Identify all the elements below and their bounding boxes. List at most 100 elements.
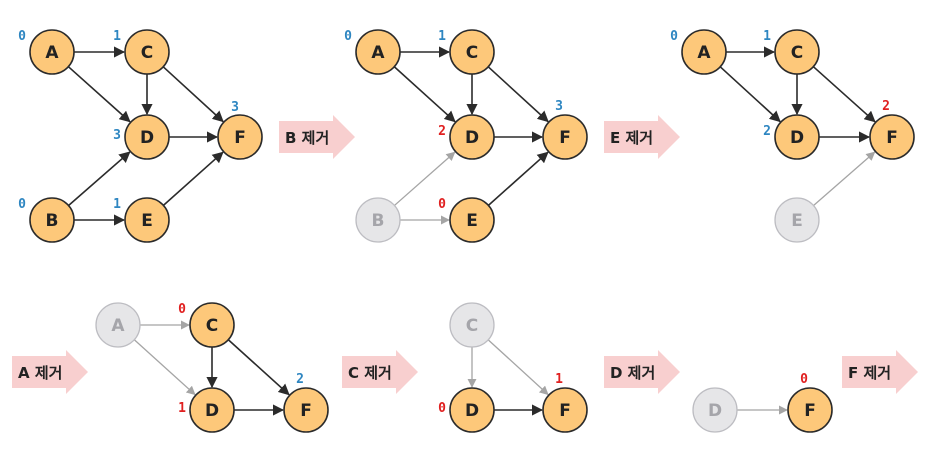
node-label: C	[206, 316, 218, 336]
step-arrow: E 제거	[604, 115, 680, 159]
indegree-badge: 1	[113, 197, 121, 212]
edge-a-to-d	[719, 66, 781, 123]
indegree-badge: 1	[438, 29, 446, 44]
node-circle	[787, 387, 833, 433]
node-circle	[189, 387, 235, 433]
node-a: A0	[670, 29, 727, 75]
step-arrow: C 제거	[342, 350, 418, 394]
indegree-badge: 0	[800, 372, 808, 387]
node-f: F3	[217, 100, 263, 160]
edge-c-to-f	[487, 66, 549, 123]
step-arrow: F 제거	[842, 350, 918, 394]
node-label: C	[791, 43, 803, 63]
node-a: A0	[18, 29, 75, 75]
node-label: C	[141, 43, 153, 63]
node-c: C0	[178, 302, 235, 348]
node-c: C1	[438, 29, 495, 75]
node-circle	[869, 114, 915, 160]
node-e: E1	[113, 197, 170, 243]
edge-a-to-d	[67, 66, 131, 123]
step-arrow-shape	[842, 350, 918, 394]
indegree-badge: 0	[670, 29, 678, 44]
node-label: F	[234, 128, 246, 148]
indegree-badge: 2	[438, 124, 446, 139]
node-circle	[124, 114, 170, 160]
node-circle	[449, 197, 495, 243]
indegree-badge: 2	[763, 124, 771, 139]
step-arrow-shape	[604, 115, 680, 159]
edge-a-to-d	[393, 66, 456, 123]
edge-e-to-f	[162, 151, 224, 206]
indegree-badge: 1	[113, 29, 121, 44]
node-f: F2	[283, 372, 329, 433]
node-circle	[217, 114, 263, 160]
node-label: D	[708, 401, 722, 421]
node-circle	[449, 29, 495, 75]
edge-a-to-d	[133, 339, 196, 396]
node-c: C1	[113, 29, 170, 75]
node-circle	[681, 29, 727, 75]
node-label: D	[790, 128, 804, 148]
node-circle	[774, 114, 820, 160]
step-arrow-shape	[12, 350, 88, 394]
indegree-badge: 0	[438, 197, 446, 212]
node-label: C	[466, 43, 478, 63]
edge-e-to-f	[487, 151, 549, 206]
step-arrow-shape	[342, 350, 418, 394]
step-arrow: A 제거	[12, 350, 88, 394]
node-circle	[774, 29, 820, 75]
indegree-badge: 3	[113, 128, 121, 143]
node-circle	[189, 302, 235, 348]
indegree-badge: 3	[231, 100, 239, 115]
indegree-badge: 3	[555, 99, 563, 114]
node-circle	[449, 387, 495, 433]
node-label: A	[371, 43, 385, 63]
node-d: D	[692, 387, 738, 433]
node-f: F2	[869, 99, 915, 160]
step-arrow-label: E 제거	[610, 129, 653, 147]
indegree-badge: 1	[178, 401, 186, 416]
node-circle	[449, 302, 495, 348]
indegree-badge: 2	[882, 99, 890, 114]
node-label: F	[559, 128, 571, 148]
step-arrow-shape	[604, 350, 680, 394]
step-arrow-label: D 제거	[610, 364, 655, 382]
node-circle	[124, 29, 170, 75]
indegree-badge: 0	[344, 29, 352, 44]
node-e: E0	[438, 197, 495, 243]
node-label: C	[466, 316, 478, 336]
node-label: F	[886, 128, 898, 148]
step-arrow-label: C 제거	[348, 364, 392, 382]
node-d: D2	[438, 114, 495, 160]
node-c: C1	[763, 29, 820, 75]
node-f: F1	[542, 372, 588, 433]
node-circle	[449, 114, 495, 160]
node-d: D3	[113, 114, 170, 160]
edge-b-to-d	[68, 151, 131, 207]
node-d: D2	[763, 114, 820, 160]
edge-c-to-f	[162, 66, 224, 123]
indegree-badge: 1	[763, 29, 771, 44]
step-arrow-label: B 제거	[285, 129, 329, 147]
node-circle	[355, 197, 401, 243]
node-label: A	[45, 43, 59, 63]
node-label: E	[791, 211, 803, 231]
node-circle	[692, 387, 738, 433]
step-arrow-shape	[279, 115, 355, 159]
step-arrow-label: F 제거	[848, 364, 891, 382]
node-label: F	[804, 401, 816, 421]
node-circle	[355, 29, 401, 75]
node-label: D	[465, 401, 479, 421]
node-label: B	[372, 211, 385, 231]
edge-b-to-d	[394, 151, 456, 206]
node-circle	[542, 387, 588, 433]
indegree-badge: 0	[18, 29, 26, 44]
node-label: E	[466, 211, 478, 231]
node-f: F0	[787, 372, 833, 433]
node-circle	[774, 197, 820, 243]
